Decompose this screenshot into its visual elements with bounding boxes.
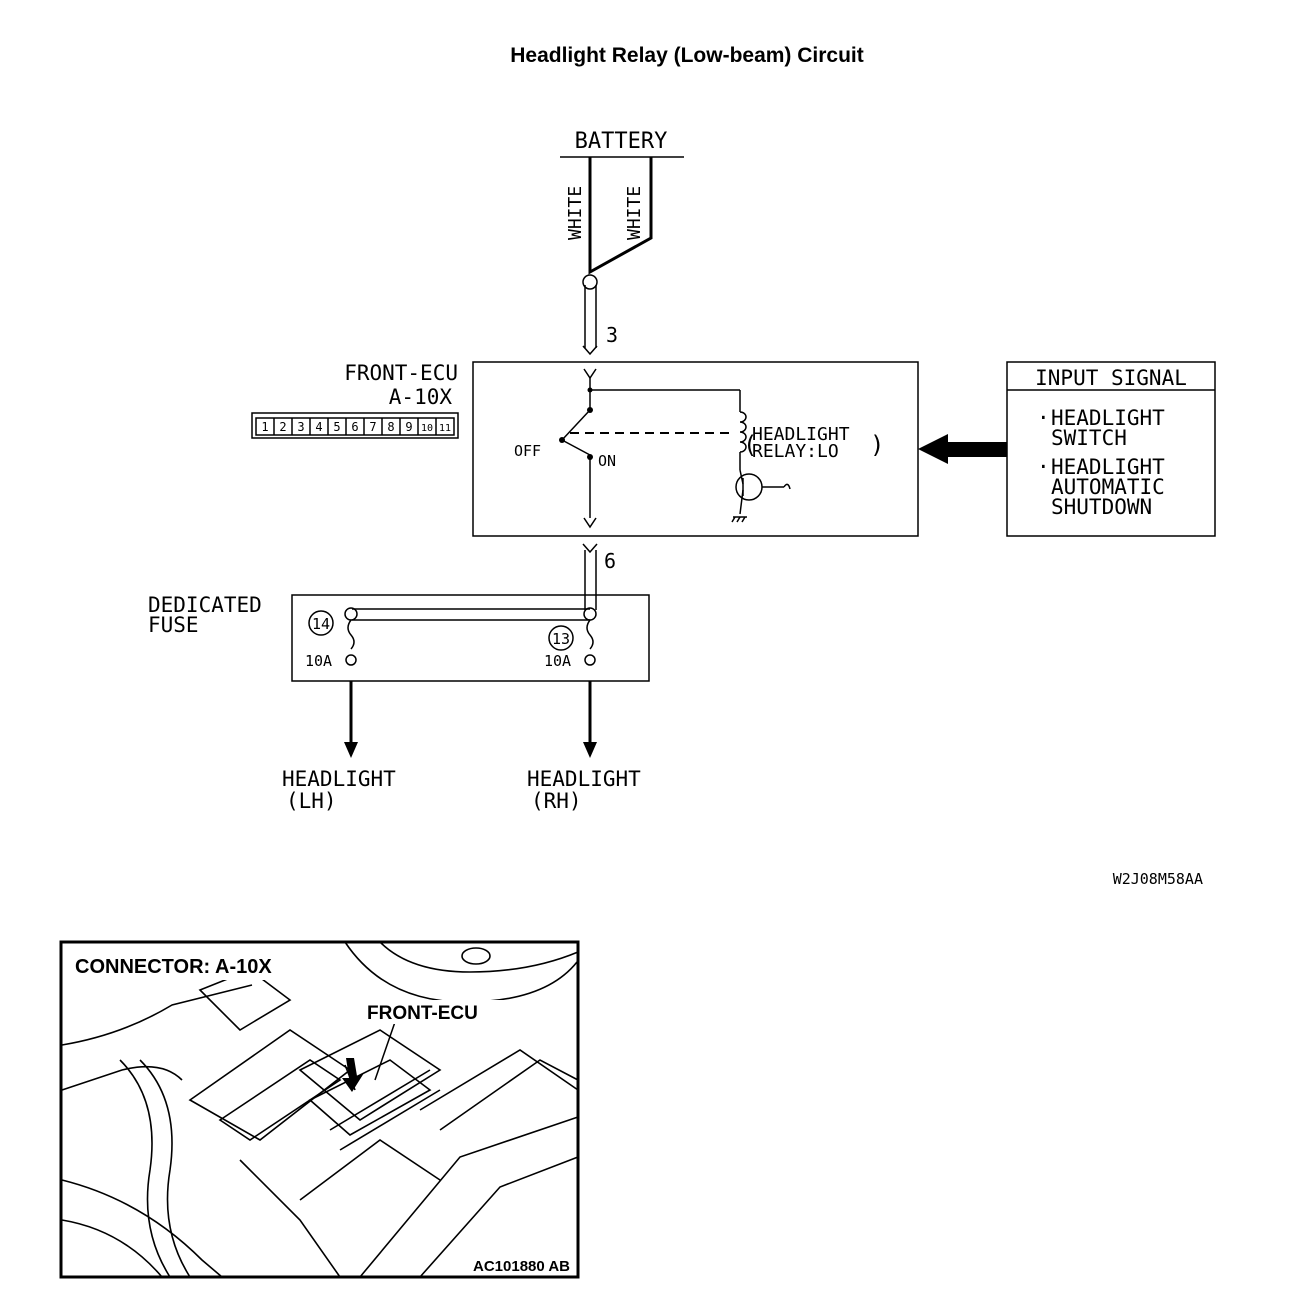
bullet-icon: · — [1037, 406, 1050, 430]
relay-label-bracket-left: ( — [743, 431, 757, 459]
switch-blade — [561, 409, 591, 441]
ecu-pointer-line — [374, 1021, 396, 1081]
wire-number-6: 6 — [604, 549, 616, 573]
wire-3-arrow — [582, 345, 598, 356]
on-label: ON — [598, 452, 616, 470]
connector-location-photo: CONNECTOR: A-10X FRONT-ECU AC101880 AB — [59, 940, 580, 1279]
fuse-out-terminal-right — [584, 654, 596, 666]
fuse-rating-left: 10A — [305, 652, 332, 670]
photo-label-bg — [70, 950, 315, 980]
input-signal-title: INPUT SIGNAL — [1035, 366, 1187, 390]
fuse-element-left — [347, 619, 355, 650]
fuse-out-terminal-left — [345, 654, 357, 666]
connector-pin-10: 10 — [421, 423, 433, 434]
connector-terminal — [582, 274, 598, 290]
connector-pin-3: 3 — [297, 420, 304, 434]
fuse-rating-right: 10A — [544, 652, 571, 670]
connector-pin-9: 9 — [405, 420, 412, 434]
wire-color-right: WHITE — [624, 186, 645, 240]
fuse-element-right — [586, 619, 594, 650]
output-right-line1: HEADLIGHT — [527, 767, 641, 791]
switch-link — [561, 439, 591, 456]
relay-label-bracket-right: ) — [870, 431, 884, 459]
photo-connector-label: CONNECTOR: A-10X — [75, 956, 272, 978]
connector-pin-8: 8 — [387, 420, 394, 434]
fuse-terminal-right — [583, 607, 597, 621]
fuse-label-line1: DEDICATED — [148, 593, 262, 617]
photo-ecu-label-bg — [364, 1000, 504, 1024]
connector-pin-6: 6 — [351, 420, 358, 434]
input-arrow-icon — [918, 434, 1007, 464]
photo-ecu-label: FRONT-ECU — [367, 1003, 478, 1024]
ground-hatch-3 — [741, 516, 746, 523]
relay-coil — [739, 411, 747, 453]
transistor-collector — [739, 469, 744, 485]
wire-color-left: WHITE — [565, 186, 586, 240]
photo-code-bg — [452, 1254, 574, 1274]
input-item1-line2: SWITCH — [1051, 426, 1127, 450]
fuse-number-left: 14 — [312, 615, 330, 633]
input-item2-line3: SHUTDOWN — [1051, 495, 1152, 519]
fuse-label-line2: FUSE — [148, 613, 199, 637]
fuse-number-circle-left — [308, 610, 334, 636]
ground-hatch-2 — [736, 516, 741, 523]
junction-dot — [587, 387, 593, 393]
connector-pin-5: 5 — [333, 420, 340, 434]
pin-strip-outer — [251, 412, 459, 439]
photo-code: AC101880 AB — [473, 1258, 570, 1275]
connector-pin-1: 1 — [261, 420, 268, 434]
fuse-terminal-left — [344, 607, 358, 621]
fuse-box — [291, 594, 650, 682]
connector-pin-11: 11 — [439, 423, 451, 434]
wire-number-3: 3 — [606, 323, 618, 347]
output-right-line2: (RH) — [531, 789, 582, 813]
photo-frame — [59, 940, 580, 1279]
output-left-line2: (LH) — [286, 789, 337, 813]
diagram-title: Headlight Relay (Low-beam) Circuit — [510, 44, 864, 67]
fuse-number-circle-right — [548, 625, 574, 651]
off-label: OFF — [514, 442, 541, 460]
arrow-down-icon — [344, 742, 358, 758]
connector-pin-4: 4 — [315, 420, 322, 434]
ecu-name: FRONT-ECU — [344, 361, 458, 385]
pin-strip-inner — [255, 417, 455, 436]
ground-hatch-1 — [731, 516, 736, 523]
figure-code: W2J08M58AA — [1113, 870, 1203, 888]
relay-label-line2: RELAY:LO — [752, 441, 839, 462]
transistor-base-squiggle — [783, 483, 791, 490]
transistor-emitter — [739, 489, 744, 515]
bullet-icon: · — [1037, 455, 1050, 479]
wire-6-arrow — [582, 543, 598, 554]
connector-pin-2: 2 — [279, 420, 286, 434]
input-item2-line1: HEADLIGHT — [1051, 455, 1165, 479]
wire-splice — [588, 157, 653, 275]
output-terminal-arrow — [583, 517, 597, 529]
input-item2-line2: AUTOMATIC — [1051, 475, 1165, 499]
input-item1-line1: HEADLIGHT — [1051, 406, 1165, 430]
connector-pin-7: 7 — [369, 420, 376, 434]
fuse-number-right: 13 — [552, 630, 570, 648]
output-left-line1: HEADLIGHT — [282, 767, 396, 791]
relay-label-line1: HEADLIGHT — [752, 424, 850, 445]
battery-label: BATTERY — [575, 129, 668, 154]
ecu-connector: A-10X — [389, 385, 453, 409]
arrow-down-icon — [583, 742, 597, 758]
transistor-icon — [735, 473, 763, 501]
input-terminal-arrow — [583, 368, 597, 380]
arrow-down-icon — [342, 1058, 364, 1092]
